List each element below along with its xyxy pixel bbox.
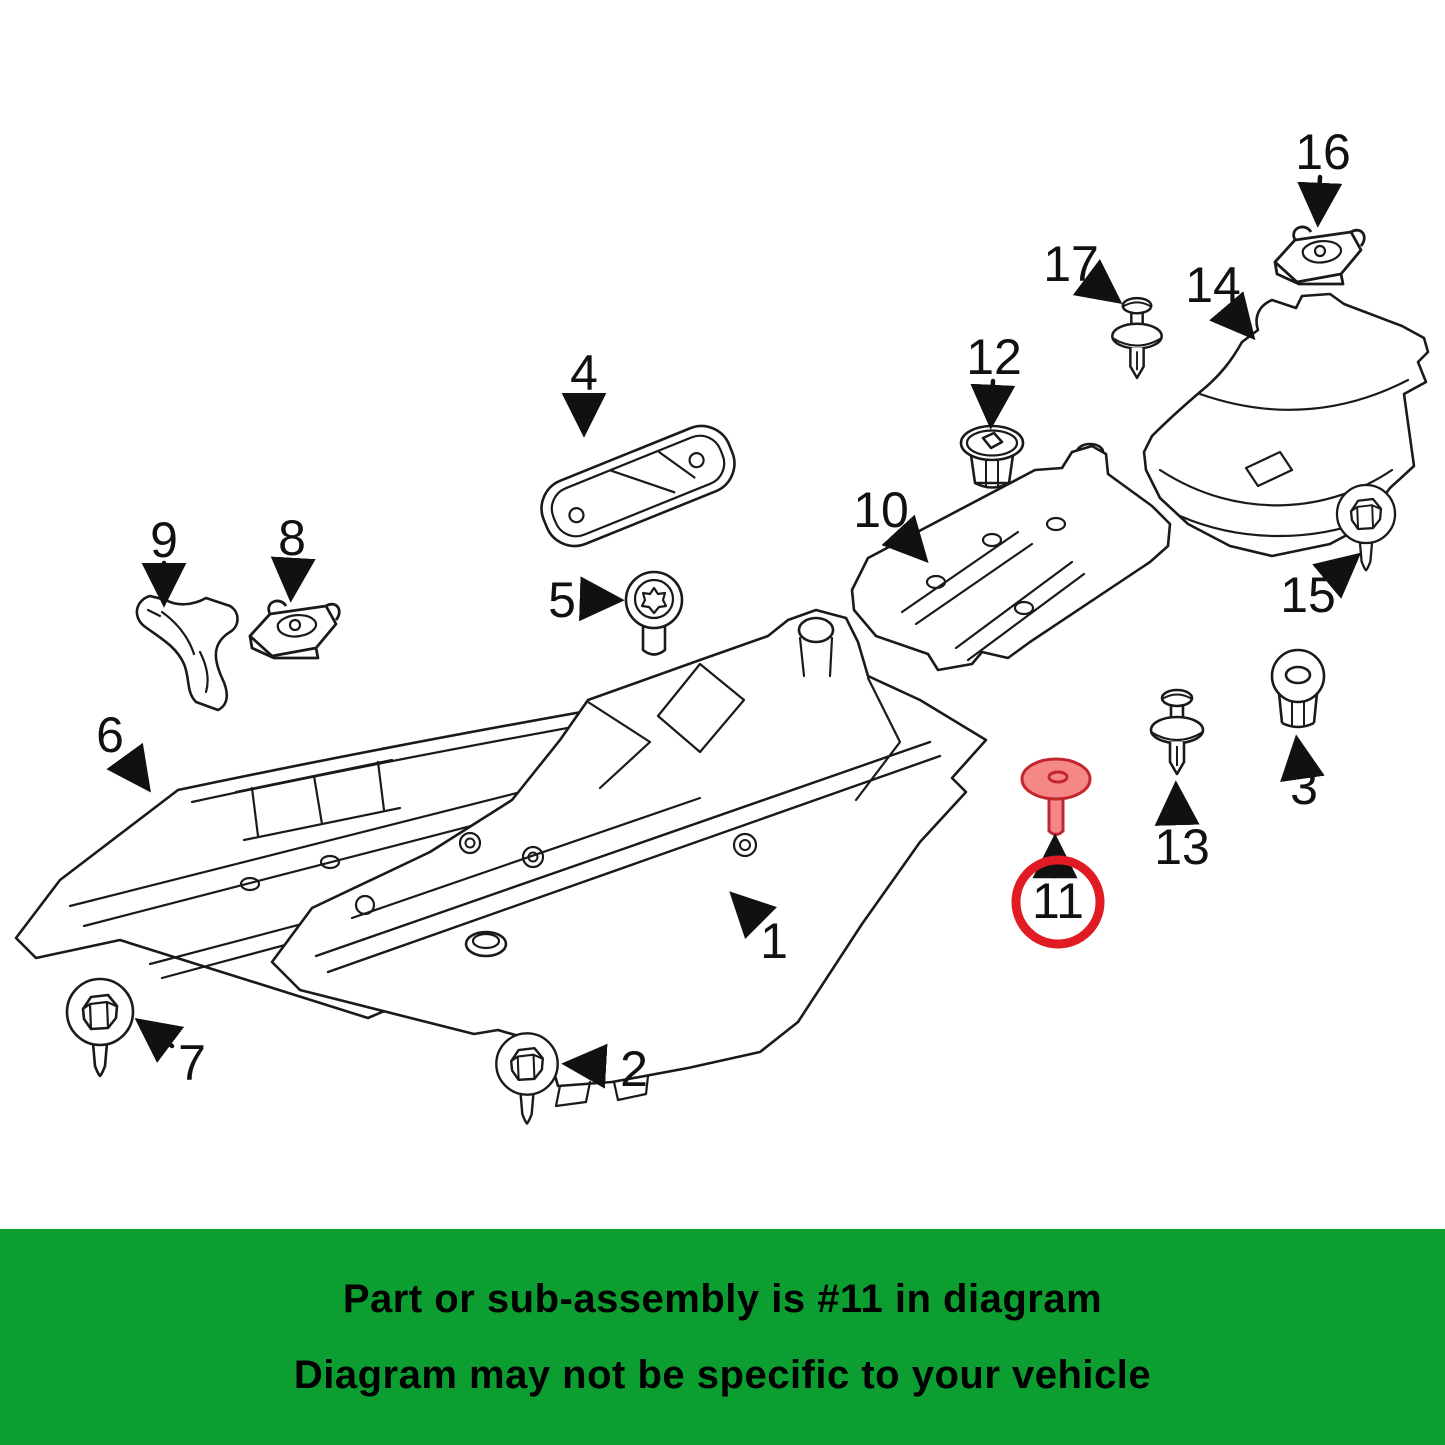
callout-14-label: 14 bbox=[1185, 257, 1241, 313]
callout-3-arrow bbox=[1280, 734, 1325, 783]
part-10-heat-shield-plate bbox=[850, 442, 1172, 672]
callout-6-label: 6 bbox=[96, 707, 124, 763]
highlight-circle bbox=[1011, 855, 1105, 949]
callout-2-label: 2 bbox=[620, 1041, 648, 1097]
part-2-hex-screw bbox=[495, 1032, 559, 1125]
callout-15-label: 15 bbox=[1280, 567, 1336, 623]
callout-10-arrow bbox=[881, 514, 929, 563]
part-16-cage-nut bbox=[1273, 225, 1366, 286]
callout-5-arrow bbox=[579, 576, 625, 622]
part-5-torx-screw bbox=[624, 570, 684, 656]
part-13-rivet bbox=[1149, 688, 1205, 776]
callout-8-arrow bbox=[270, 556, 316, 603]
callout-1-arrow bbox=[729, 891, 777, 939]
callout-12-label: 12 bbox=[966, 329, 1022, 385]
part-17-rivet bbox=[1111, 296, 1163, 380]
callout-7-arrow bbox=[134, 1017, 185, 1063]
callout-10-label: 10 bbox=[853, 482, 909, 538]
banner-line-1: Part or sub-assembly is #11 in diagram bbox=[342, 1277, 1103, 1321]
callout-12-arrow bbox=[970, 378, 1016, 430]
callout-13-arrow bbox=[1154, 780, 1200, 826]
callout-16-label: 16 bbox=[1295, 124, 1351, 180]
callout-4-label: 4 bbox=[570, 345, 598, 401]
callout-11-label: 11 bbox=[1032, 873, 1084, 929]
callout-7-label: 7 bbox=[178, 1035, 206, 1091]
part-7-hex-screw bbox=[65, 977, 135, 1078]
callout-2-arrow bbox=[561, 1043, 608, 1089]
callout-3-label: 3 bbox=[1290, 759, 1318, 815]
part-3-grommet bbox=[1270, 648, 1326, 729]
callout-5-label: 5 bbox=[548, 572, 576, 628]
part-9-support-bracket bbox=[135, 594, 239, 712]
callout-labels: 1 2 3 4 5 6 7 8 9 10 11 12 13 14 15 16 1… bbox=[96, 124, 1351, 1097]
part-11-highlighted-rivet bbox=[1020, 757, 1092, 836]
callout-1-label: 1 bbox=[760, 913, 788, 969]
banner-line-2: Diagram may not be specific to your vehi… bbox=[293, 1353, 1152, 1397]
part-4-reinforcement-bracket bbox=[540, 424, 736, 548]
callout-14-arrow bbox=[1209, 291, 1256, 341]
info-banner: Part or sub-assembly is #11 in diagram D… bbox=[0, 1229, 1445, 1445]
callout-17-arrow bbox=[1072, 259, 1123, 305]
callout-13-label: 13 bbox=[1154, 819, 1210, 875]
callout-8-label: 8 bbox=[278, 510, 306, 566]
callout-9-label: 9 bbox=[150, 512, 178, 568]
callout-17-label: 17 bbox=[1043, 236, 1099, 292]
callout-15-arrow bbox=[1312, 552, 1362, 599]
exploded-diagram-canvas: 1 2 3 4 5 6 7 8 9 10 11 12 13 14 15 16 1… bbox=[14, 124, 1430, 1125]
part-15-hex-screw bbox=[1335, 483, 1397, 572]
callout-arrows bbox=[106, 174, 1362, 1089]
callout-16-arrow bbox=[1297, 174, 1343, 228]
callout-6-arrow bbox=[106, 742, 151, 793]
part-8-cage-nut bbox=[248, 599, 341, 660]
part-12-plastic-nut bbox=[959, 424, 1025, 489]
part-1-underbody-panel-center bbox=[270, 608, 988, 1108]
